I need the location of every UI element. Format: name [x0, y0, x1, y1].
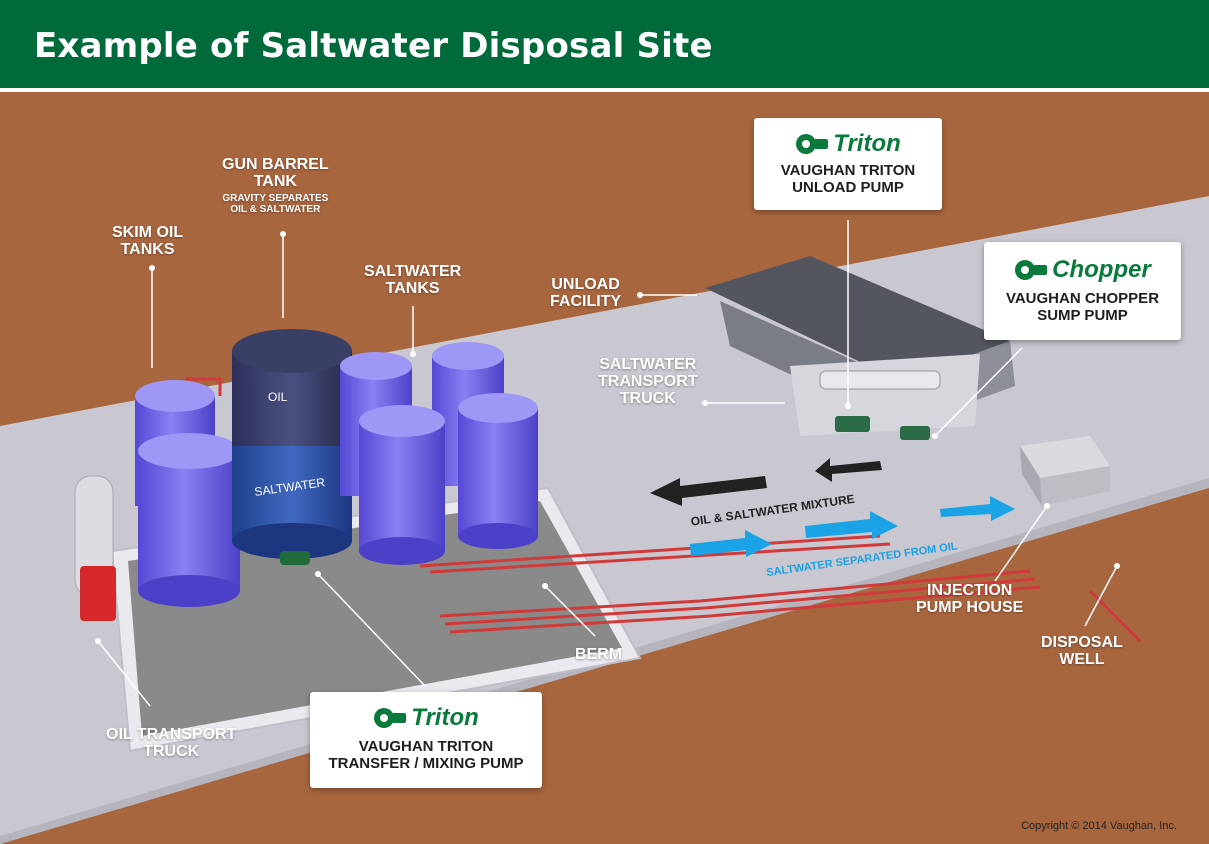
- disposal-well-label: DISPOSAL WELL: [1041, 634, 1123, 668]
- callout-description: VAUGHAN TRITON UNLOAD PUMP: [754, 162, 942, 196]
- arrow-mixture-1: [815, 458, 882, 482]
- injection-pump-house-label: INJECTION PUMP HOUSE: [916, 582, 1023, 616]
- unload-facility-building: [705, 256, 1015, 440]
- label-line: PUMP HOUSE: [916, 599, 1024, 616]
- saltwater-tank-3: [359, 405, 445, 565]
- site-diagram: OIL SALTWATER OIL & SALTWATER MIXTURE SA…: [0, 196, 1209, 844]
- unload-pump-callout: Triton VAUGHAN TRITON UNLOAD PUMP: [754, 118, 942, 210]
- label-line: OIL TRANSPORT: [106, 726, 237, 743]
- label-subline: GRAVITY SEPARATES: [222, 193, 329, 204]
- label-line: SALTWATER: [364, 263, 462, 280]
- berm-label: BERM: [575, 646, 622, 663]
- label-line: SKIM OIL: [112, 224, 184, 241]
- tank-oil-text: OIL: [268, 390, 288, 404]
- gun-barrel-tank: [232, 329, 352, 559]
- label-line: FACILITY: [550, 293, 622, 310]
- unload-facility-label: UNLOAD FACILITY: [550, 276, 621, 310]
- page-title: Example of Saltwater Disposal Site: [34, 26, 713, 66]
- label-subline: OIL & SALTWATER: [230, 204, 321, 215]
- callout-line: SUMP PUMP: [1037, 307, 1128, 324]
- arrow-mixture-2: [650, 476, 767, 506]
- callout-line: VAUGHAN CHOPPER: [1005, 290, 1160, 307]
- label-line: TRUCK: [619, 390, 676, 407]
- brand-name: Chopper: [1052, 256, 1151, 283]
- callout-line: TRANSFER / MIXING PUMP: [328, 755, 524, 772]
- transfer-pump-callout: Triton VAUGHAN TRITON TRANSFER / MIXING …: [310, 692, 542, 788]
- label-line: TANKS: [120, 241, 175, 258]
- pump-logo-icon: [796, 134, 829, 154]
- label-line: INJECTION: [926, 582, 1013, 599]
- triton-logo: Triton: [310, 704, 542, 732]
- leader-dots: [95, 231, 1120, 644]
- label-line: WELL: [1059, 651, 1105, 668]
- copyright-text: Copyright © 2014 Vaughan, Inc.: [1021, 820, 1177, 832]
- site-illustration: OIL SALTWATER OIL & SALTWATER MIXTURE SA…: [0, 96, 1209, 844]
- arrow-separated-2: [805, 511, 898, 539]
- saltwater-transport-truck-label: SALTWATER TRANSPORT TRUCK: [598, 356, 698, 407]
- oil-transport-truck-label: OIL TRANSPORT TRUCK: [106, 726, 236, 760]
- leader-lines: [97, 220, 1118, 707]
- label-line: TANKS: [385, 280, 440, 297]
- arrow-separated-1: [690, 530, 772, 557]
- label-line: TANK: [253, 173, 297, 190]
- saltwater-tanks-label: SALTWATER TANKS: [364, 263, 461, 297]
- callout-description: VAUGHAN TRITON TRANSFER / MIXING PUMP: [310, 738, 542, 772]
- label-line: BERM: [575, 646, 623, 663]
- label-line: UNLOAD: [551, 276, 620, 293]
- pump-logo-icon: [1015, 260, 1048, 280]
- label-line: SALTWATER: [599, 356, 697, 373]
- callout-line: UNLOAD PUMP: [792, 179, 904, 196]
- header-banner: Example of Saltwater Disposal Site: [0, 0, 1209, 92]
- callout-line: VAUGHAN TRITON: [358, 738, 494, 755]
- callout-description: VAUGHAN CHOPPER SUMP PUMP: [984, 290, 1181, 324]
- skim-oil-tank-front: [138, 433, 240, 607]
- skim-oil-tanks-label: SKIM OIL TANKS: [112, 224, 183, 258]
- transfer-pump-shape: [280, 551, 310, 565]
- brand-name: Triton: [833, 130, 901, 157]
- label-line: TRUCK: [143, 743, 200, 760]
- brand-name: Triton: [411, 704, 479, 731]
- label-line: GUN BARREL: [222, 156, 329, 173]
- sump-pump-callout: Chopper VAUGHAN CHOPPER SUMP PUMP: [984, 242, 1181, 340]
- oil-transport-truck-shape: [74, 475, 116, 621]
- label-line: TRANSPORT: [598, 373, 698, 390]
- arrow-separated-3: [940, 496, 1015, 521]
- pump-logo-icon: [374, 708, 407, 728]
- triton-logo: Triton: [754, 130, 942, 158]
- saltwater-tank-4: [458, 393, 538, 549]
- chopper-logo: Chopper: [984, 256, 1181, 284]
- callout-line: VAUGHAN TRITON: [780, 162, 916, 179]
- injection-pump-house-building: [1020, 436, 1110, 506]
- label-line: DISPOSAL: [1041, 634, 1123, 651]
- gun-barrel-tank-label: GUN BARREL TANK GRAVITY SEPARATES OIL & …: [222, 156, 329, 215]
